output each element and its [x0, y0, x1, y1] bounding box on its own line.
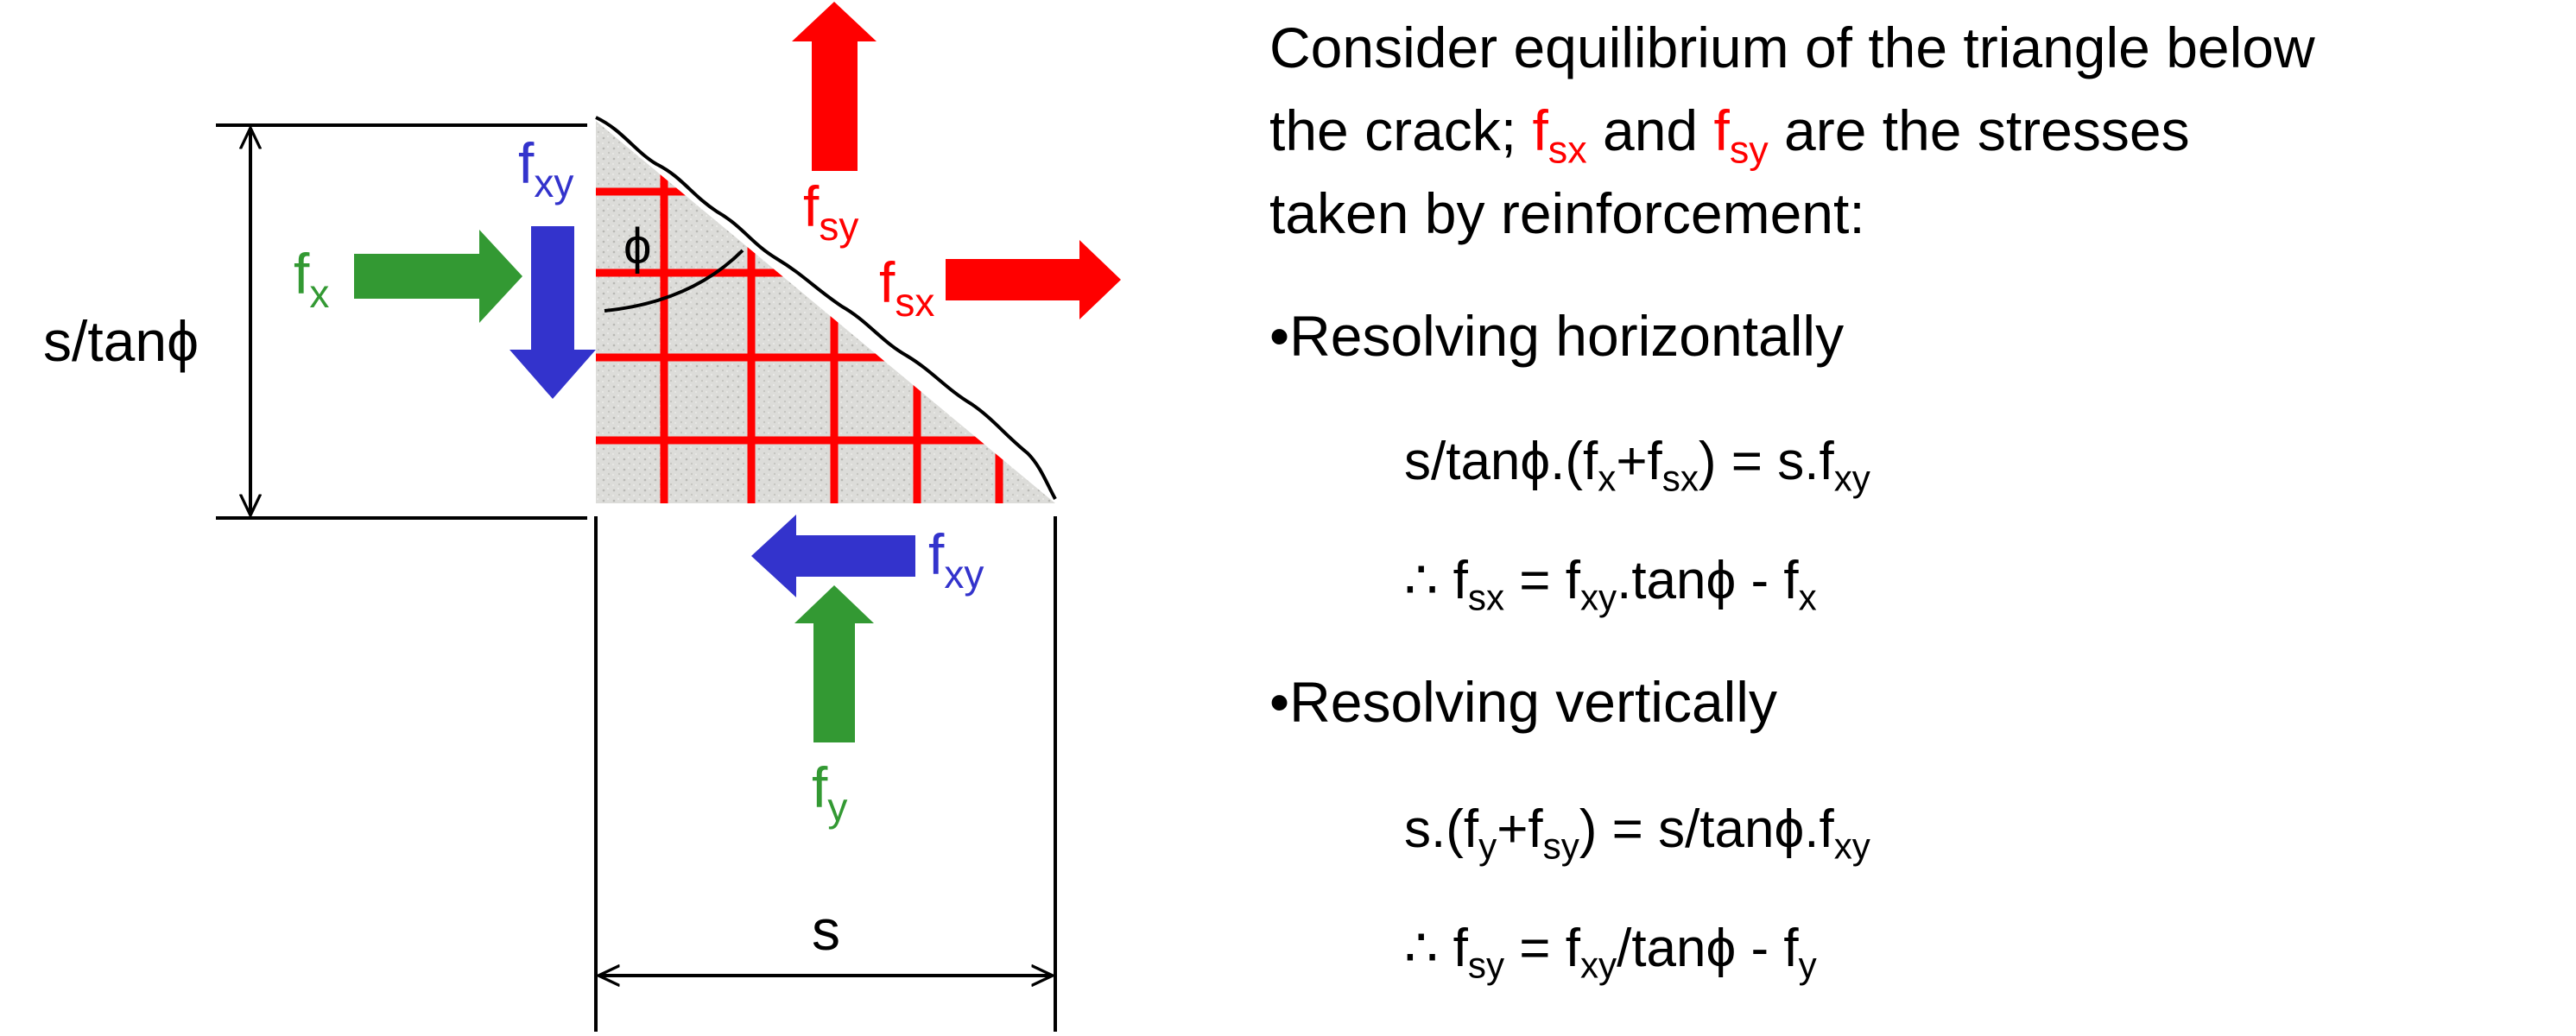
equilibrium-diagram: ϕ s/tanϕ s fx fxy fsy fsx fxy fy [43, 2, 1121, 1032]
concrete-triangle [596, 121, 1055, 503]
fx-label: fx [294, 242, 329, 316]
width-dimension-label: s [812, 898, 840, 962]
equation-fsx: ∴ fsx = fxy.tanϕ - fx [1404, 551, 1817, 618]
explanation-panel: Consider equilibrium of the triangle bel… [1269, 0, 2565, 1036]
bullet-resolving-vertically: •Resolving vertically [1269, 670, 1777, 734]
fsy-arrow [792, 2, 877, 171]
bullet-resolving-horizontally: •Resolving horizontally [1269, 304, 1845, 368]
height-dimension-label: s/tanϕ [43, 309, 199, 373]
equation-fsy: ∴ fsy = fxy/tanϕ - fy [1404, 919, 1817, 986]
angle-arc [604, 249, 744, 313]
fsy-label: fsy [803, 174, 858, 249]
fxy-left-label: fxy [518, 131, 573, 205]
fxy-bottom-arrow [751, 515, 915, 597]
fsx-label: fsx [879, 250, 934, 325]
intro-line-3: taken by reinforcement: [1269, 181, 1865, 245]
angle-label: ϕ [623, 218, 651, 275]
height-dimension [216, 123, 587, 520]
fx-arrow [354, 230, 522, 323]
equation-vertical-equilibrium: s.(fy+fsy) = s/tanϕ.fxy [1404, 799, 1870, 867]
fxy-left-arrow [510, 226, 596, 399]
equation-horizontal-equilibrium: s/tanϕ.(fx+fsx) = s.fxy [1404, 432, 1870, 499]
fsx-arrow [946, 240, 1121, 319]
intro-line-1: Consider equilibrium of the triangle bel… [1269, 16, 2315, 79]
fy-label: fy [812, 755, 847, 830]
crack-line [595, 116, 1057, 500]
width-dimension [594, 516, 1057, 1032]
fxy-bottom-label: fxy [928, 522, 984, 597]
intro-line-2: the crack; fsx and fsy are the stresses [1269, 98, 2190, 172]
fy-arrow [794, 585, 874, 742]
